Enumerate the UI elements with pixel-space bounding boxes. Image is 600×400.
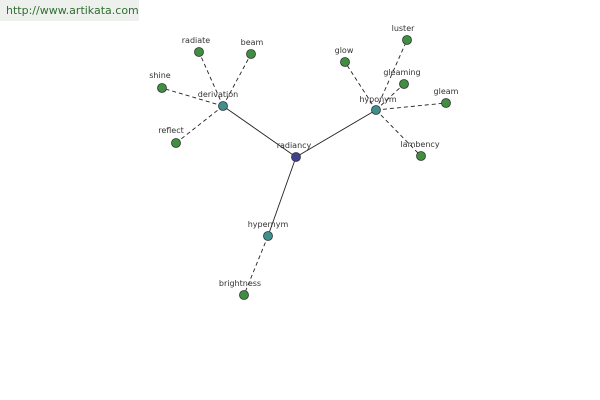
- graph-nodes: [157, 35, 451, 300]
- edge-radiancy-hyponym: [295, 109, 377, 158]
- word-node-gleaming-label: gleaming: [383, 68, 420, 77]
- graph-edges: [161, 39, 447, 296]
- word-node-glow-label: glow: [335, 46, 354, 55]
- word-node-luster[interactable]: [402, 35, 412, 45]
- edge-hyponym-gleaming: [375, 83, 405, 111]
- graph-labels: radiate beam shine reflect glow luster gleamin…: [149, 24, 458, 288]
- relation-node-derivation-label: derivation: [198, 90, 238, 99]
- word-node-lambency-label: lambency: [400, 140, 439, 149]
- edge-derivation-radiate: [198, 51, 224, 107]
- word-node-shine-label: shine: [149, 71, 171, 80]
- word-node-brightness[interactable]: [239, 290, 249, 300]
- word-node-radiate-label: radiate: [182, 36, 211, 45]
- word-node-shine[interactable]: [157, 83, 167, 93]
- relation-node-hyponym-label: hyponym: [359, 95, 397, 104]
- edge-radiancy-derivation: [222, 105, 297, 158]
- word-node-beam-label: beam: [241, 38, 264, 47]
- word-node-brightness-label: brightness: [219, 279, 261, 288]
- edge-hyponym-glow: [344, 61, 377, 111]
- center-node-radiancy-label: radiancy: [277, 141, 312, 150]
- word-node-reflect-label: reflect: [158, 126, 184, 135]
- edge-hypernym-brightness: [243, 235, 269, 296]
- word-node-beam[interactable]: [246, 49, 256, 59]
- edge-hyponym-luster: [375, 39, 408, 111]
- edge-derivation-reflect: [175, 105, 224, 144]
- site-url-link[interactable]: http://www.artikata.com: [0, 0, 139, 21]
- edge-derivation-beam: [222, 53, 252, 107]
- edge-derivation-shine: [161, 87, 224, 107]
- word-node-lambency[interactable]: [416, 151, 426, 161]
- relation-node-hypernym[interactable]: [263, 231, 273, 241]
- word-node-glow[interactable]: [340, 57, 350, 67]
- relation-node-hyponym[interactable]: [371, 105, 381, 115]
- relation-node-derivation[interactable]: [218, 101, 228, 111]
- edge-hyponym-lambency: [375, 109, 422, 157]
- relation-node-hypernym-label: hypernym: [248, 220, 289, 229]
- word-node-luster-label: luster: [392, 24, 416, 33]
- edge-radiancy-hypernym: [267, 156, 297, 237]
- center-node-radiancy[interactable]: [291, 152, 301, 162]
- word-node-radiate[interactable]: [194, 47, 204, 57]
- word-node-gleam[interactable]: [441, 98, 451, 108]
- word-node-gleam-label: gleam: [434, 87, 459, 96]
- edge-hyponym-gleam: [375, 102, 447, 111]
- word-node-gleaming[interactable]: [399, 79, 409, 89]
- word-node-reflect[interactable]: [171, 138, 181, 148]
